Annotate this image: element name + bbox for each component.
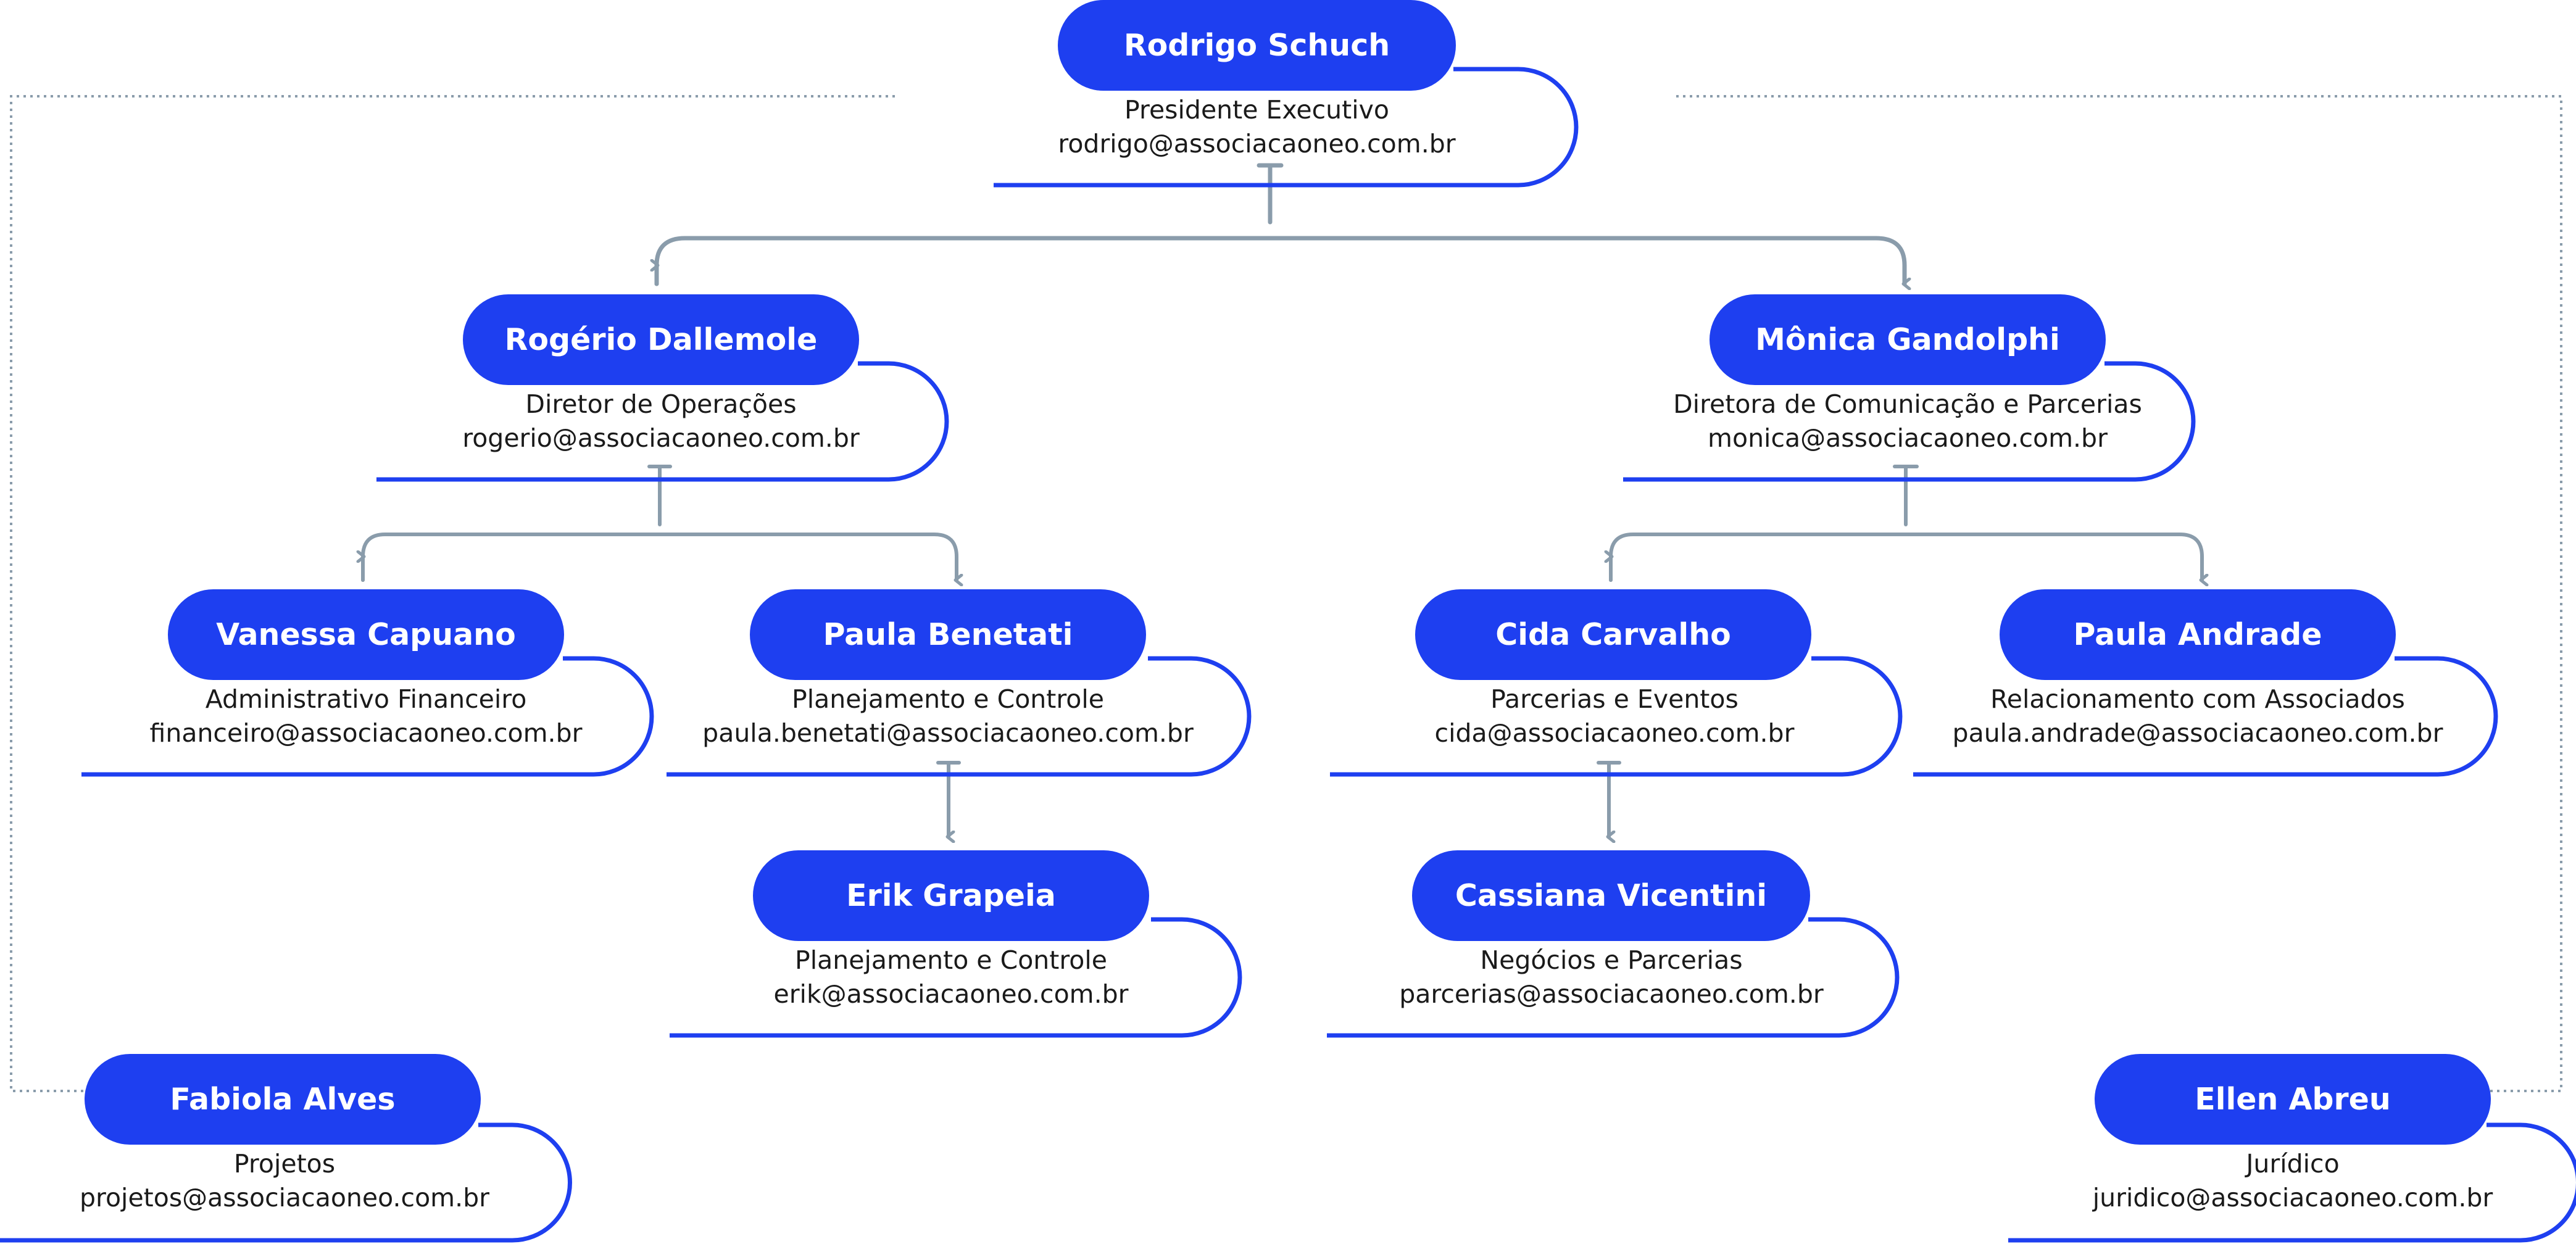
node-paula-andrade: Paula Andrade Relacionamento com Associa… <box>1913 589 2498 777</box>
node-fabiola: Fabiola Alves Projetos projetos@associac… <box>0 1054 572 1244</box>
person-email[interactable]: erik@associacaoneo.com.br <box>773 979 1129 1009</box>
person-name-pill: Rodrigo Schuch <box>1058 0 1456 91</box>
person-email[interactable]: rogerio@associacaoneo.com.br <box>462 423 860 453</box>
person-role: Diretora de Comunicação e Parcerias <box>1673 389 2142 419</box>
person-name-pill: Paula Andrade <box>2000 589 2396 680</box>
person-email[interactable]: paula.andrade@associacaoneo.com.br <box>1952 718 2443 748</box>
dotted-connector-ellen <box>1676 95 2562 1092</box>
person-role: Parcerias e Eventos <box>1490 684 1739 714</box>
person-role: Administrativo Financeiro <box>205 684 527 714</box>
node-cida: Cida Carvalho Parcerias e Eventos cida@a… <box>1330 589 1903 777</box>
person-role: Planejamento e Controle <box>795 945 1107 975</box>
person-info: Planejamento e Controle paula.benetati@a… <box>691 680 1205 750</box>
person-role: Relacionamento com Associados <box>1990 684 2405 714</box>
person-name-pill: Mônica Gandolphi <box>1710 294 2106 385</box>
connector-rodrigo-children <box>657 163 1905 284</box>
person-info: Diretor de Operações rogerio@associacaon… <box>432 385 890 455</box>
person-name-pill: Cida Carvalho <box>1415 589 1811 680</box>
node-rogerio: Rogério Dallemole Diretor de Operações r… <box>376 294 949 482</box>
node-vanessa: Vanessa Capuano Administrativo Financeir… <box>81 589 654 777</box>
person-info: Negócios e Parcerias parcerias@associaca… <box>1364 941 1859 1011</box>
person-name-pill: Paula Benetati <box>750 589 1146 680</box>
node-frame <box>670 917 1242 1038</box>
dotted-connector-fabiola <box>10 95 895 1092</box>
node-erik: Erik Grapeia Planejamento e Controle eri… <box>670 850 1242 1038</box>
person-role: Negócios e Parcerias <box>1480 945 1743 975</box>
person-info: Diretora de Comunicação e Parcerias moni… <box>1642 385 2174 455</box>
person-role: Presidente Executivo <box>1124 95 1389 125</box>
person-email[interactable]: paula.benetati@associacaoneo.com.br <box>702 718 1194 748</box>
node-paula-benetati: Paula Benetati Planejamento e Controle p… <box>667 589 1252 777</box>
node-frame <box>1623 361 2196 482</box>
person-email[interactable]: financeiro@associacaoneo.com.br <box>149 718 583 748</box>
node-frame <box>667 656 1252 777</box>
person-info: Projetos projetos@associacaoneo.com.br <box>37 1145 532 1215</box>
node-frame <box>994 67 1579 188</box>
person-role: Jurídico <box>2246 1149 2340 1179</box>
node-monica: Mônica Gandolphi Diretora de Comunicação… <box>1623 294 2196 482</box>
person-name-pill: Rogério Dallemole <box>463 294 859 385</box>
person-role: Planejamento e Controle <box>792 684 1104 714</box>
node-frame <box>1913 656 2498 777</box>
connector-rogerio-children <box>363 465 957 580</box>
person-email[interactable]: cida@associacaoneo.com.br <box>1434 718 1795 748</box>
person-name-pill: Cassiana Vicentini <box>1412 850 1810 941</box>
node-frame <box>0 1122 572 1243</box>
person-email[interactable]: monica@associacaoneo.com.br <box>1708 423 2108 453</box>
node-cassiana: Cassiana Vicentini Negócios e Parcerias … <box>1327 850 1900 1038</box>
person-info: Relacionamento com Associados paula.andr… <box>1938 680 2458 750</box>
person-email[interactable]: parcerias@associacaoneo.com.br <box>1399 979 1824 1009</box>
person-role: Projetos <box>233 1149 336 1179</box>
person-email[interactable]: projetos@associacaoneo.com.br <box>79 1183 490 1213</box>
person-role: Diretor de Operações <box>525 389 797 419</box>
person-name-pill: Erik Grapeia <box>753 850 1149 941</box>
person-email[interactable]: rodrigo@associacaoneo.com.br <box>1058 129 1456 159</box>
person-info: Parcerias e Eventos cida@associacaoneo.c… <box>1367 680 1862 750</box>
person-email[interactable]: juridico@associacaoneo.com.br <box>2092 1183 2493 1213</box>
person-info: Jurídico juridico@associacaoneo.com.br <box>2045 1145 2540 1215</box>
person-info: Planejamento e Controle erik@associacaon… <box>722 941 1180 1011</box>
connector-monica-children <box>1611 465 2202 580</box>
node-frame <box>1330 656 1903 777</box>
person-name-pill: Fabiola Alves <box>85 1054 481 1145</box>
person-info: Administrativo Financeiro financeiro@ass… <box>118 680 613 750</box>
node-frame <box>81 656 654 777</box>
node-frame <box>376 361 949 482</box>
person-info: Presidente Executivo rodrigo@associacaon… <box>1058 91 1456 161</box>
person-name-pill: Vanessa Capuano <box>168 589 564 680</box>
node-rodrigo: Rodrigo Schuch Presidente Executivo rodr… <box>994 0 1579 188</box>
node-frame <box>2008 1122 2576 1243</box>
person-name-pill: Ellen Abreu <box>2095 1054 2491 1145</box>
node-ellen: Ellen Abreu Jurídico juridico@associacao… <box>2008 1054 2576 1244</box>
node-frame <box>1327 917 1900 1038</box>
